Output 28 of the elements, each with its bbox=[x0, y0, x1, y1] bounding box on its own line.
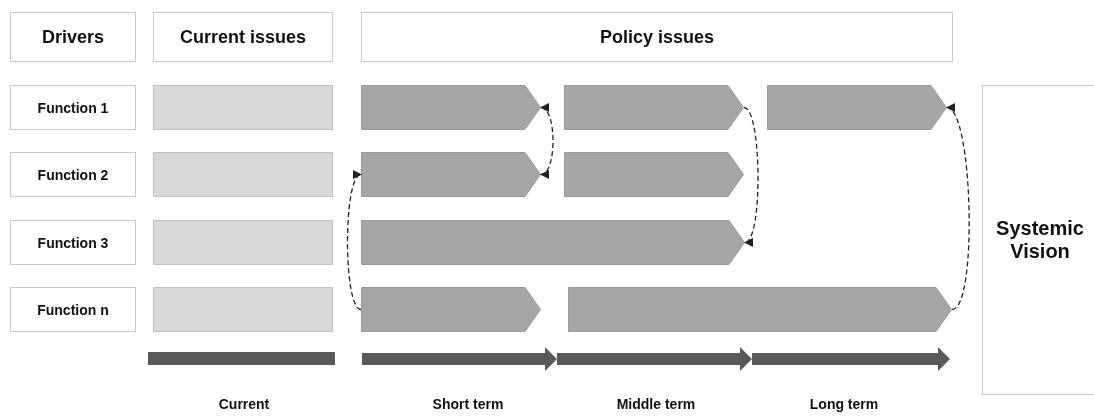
phase-block bbox=[568, 287, 952, 332]
timeline-label: Middle term bbox=[616, 396, 696, 412]
issue-box bbox=[153, 220, 333, 265]
dashed-arrow bbox=[346, 173, 362, 311]
issue-box bbox=[153, 85, 333, 130]
row-label: Function 3 bbox=[10, 220, 136, 265]
column-header: Policy issues bbox=[361, 12, 953, 62]
timeline-label: Current bbox=[218, 396, 270, 412]
phase-block bbox=[767, 85, 947, 130]
phase-block bbox=[361, 85, 541, 130]
phase-block bbox=[361, 287, 541, 332]
issue-box bbox=[153, 152, 333, 197]
issue-box bbox=[153, 287, 333, 332]
dashed-arrow bbox=[946, 106, 970, 311]
dashed-arrow bbox=[540, 106, 554, 176]
timeline-label: Short term bbox=[432, 396, 504, 412]
phase-block bbox=[361, 152, 541, 197]
dashed-arrow bbox=[743, 106, 759, 244]
vision-panel: Systemic Vision bbox=[982, 85, 1094, 395]
row-label: Function 1 bbox=[10, 85, 136, 130]
column-header: Current issues bbox=[153, 12, 333, 62]
phase-block bbox=[564, 85, 744, 130]
phase-block bbox=[361, 220, 745, 265]
row-label: Function 2 bbox=[10, 152, 136, 197]
timeline-label: Long term bbox=[809, 396, 879, 412]
row-label: Function n bbox=[10, 287, 136, 332]
column-header: Drivers bbox=[10, 12, 136, 62]
phase-block bbox=[564, 152, 744, 197]
